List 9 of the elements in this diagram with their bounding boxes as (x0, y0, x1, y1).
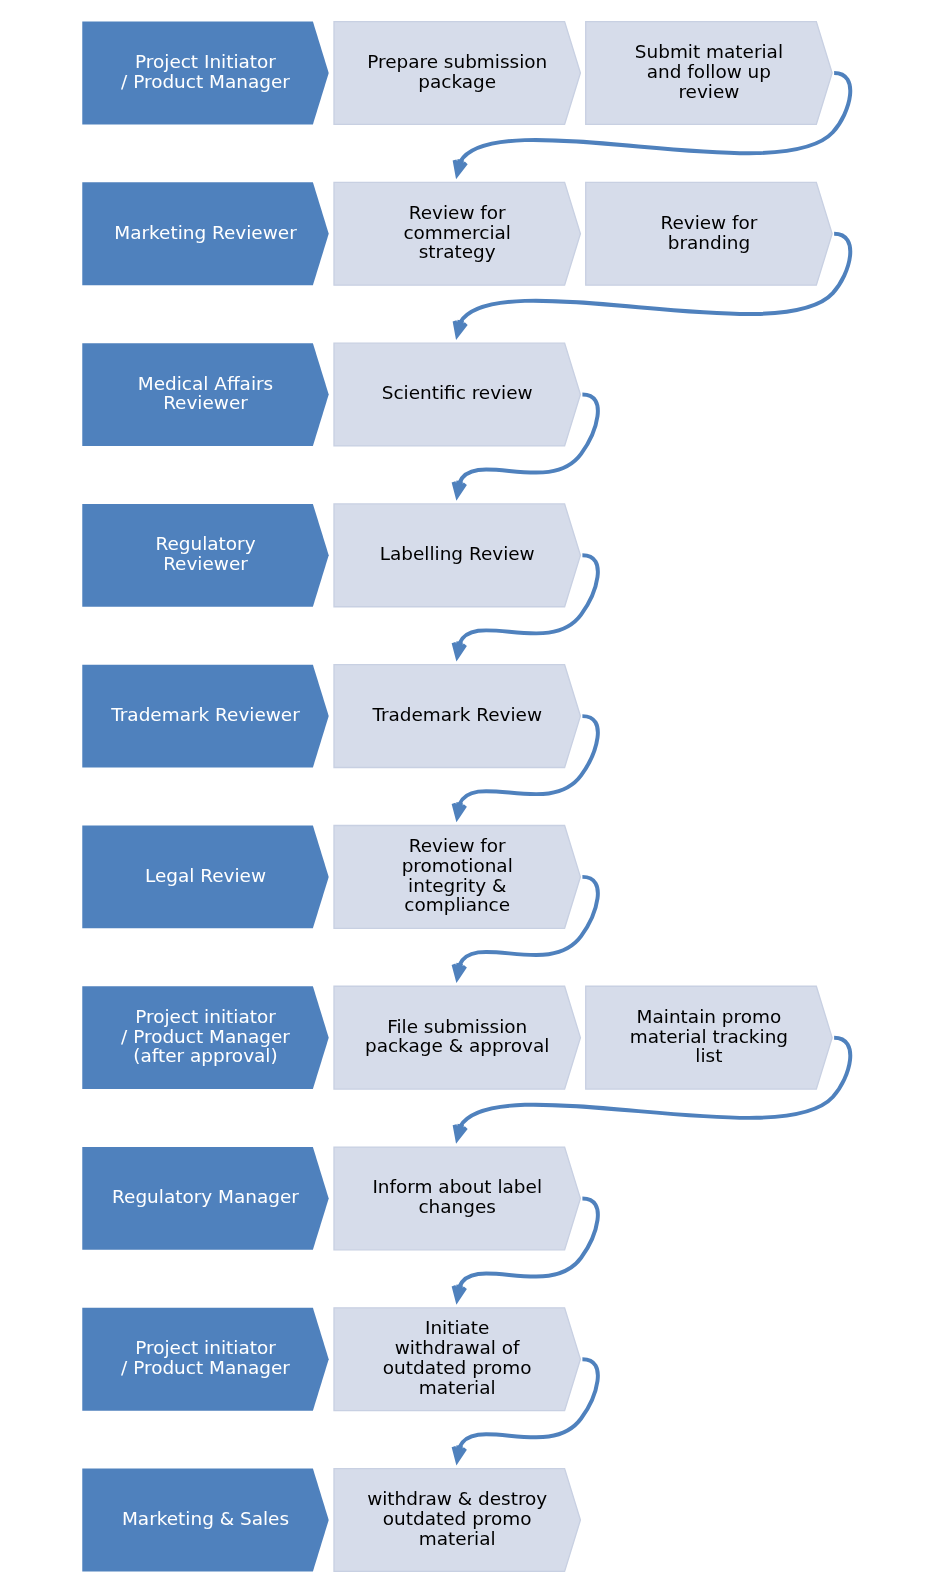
arrow (452, 71, 853, 177)
arrow (451, 392, 600, 498)
arrow (452, 1035, 853, 1142)
arrow (451, 553, 600, 659)
arrow (452, 231, 853, 338)
arrow (451, 874, 600, 981)
arrow (451, 714, 600, 820)
arrow (451, 1357, 600, 1463)
arrow (451, 1196, 600, 1302)
